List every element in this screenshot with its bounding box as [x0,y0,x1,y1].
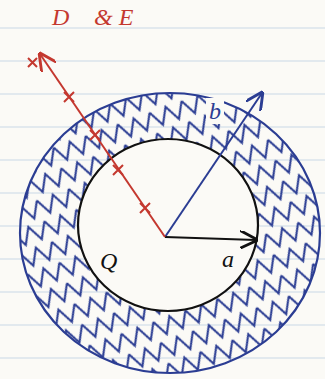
inner-sphere [78,139,258,311]
field-label: D⃗ & E⃗ [52,4,152,30]
field-crosses [28,58,150,213]
radius-b-arrow [165,93,262,237]
radius-label: a [222,246,234,272]
field-arrow [40,54,165,237]
outer-boundary [20,93,320,373]
radius-a-arrow [165,237,256,240]
radius-label: b [206,98,224,124]
dielectric-shell [20,93,320,373]
charge-label: Q [100,248,117,274]
